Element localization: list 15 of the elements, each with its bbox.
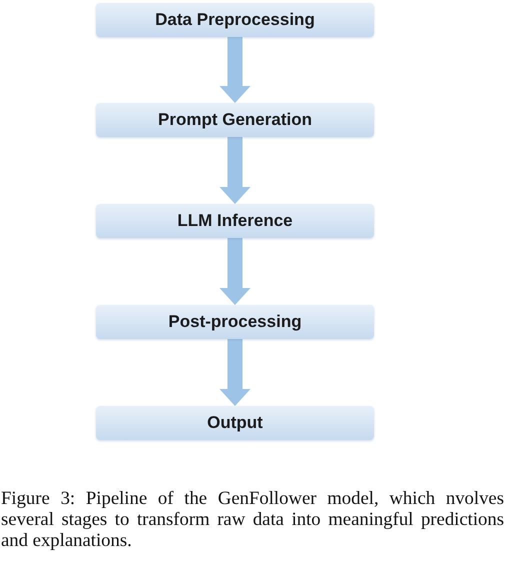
process-box xyxy=(96,305,374,339)
step-label: Output xyxy=(207,413,263,433)
process-box xyxy=(96,406,374,440)
block-arrow xyxy=(220,137,250,204)
block-arrow xyxy=(220,238,250,305)
process-box xyxy=(96,3,374,37)
block-arrow xyxy=(220,339,250,406)
process-box xyxy=(96,204,374,238)
step-label: Prompt Generation xyxy=(158,110,312,130)
step-label: Post-processing xyxy=(168,312,302,332)
block-arrow xyxy=(220,37,250,103)
figure-caption: Figure 3: Pipeline of the GenFollower model, which nvolves several stages to transform raw data into meaningful predictions and explanations. xyxy=(1,488,504,551)
process-box xyxy=(96,103,374,137)
step-label: LLM Inference xyxy=(177,211,293,231)
step-label: Data Preprocessing xyxy=(155,10,315,30)
